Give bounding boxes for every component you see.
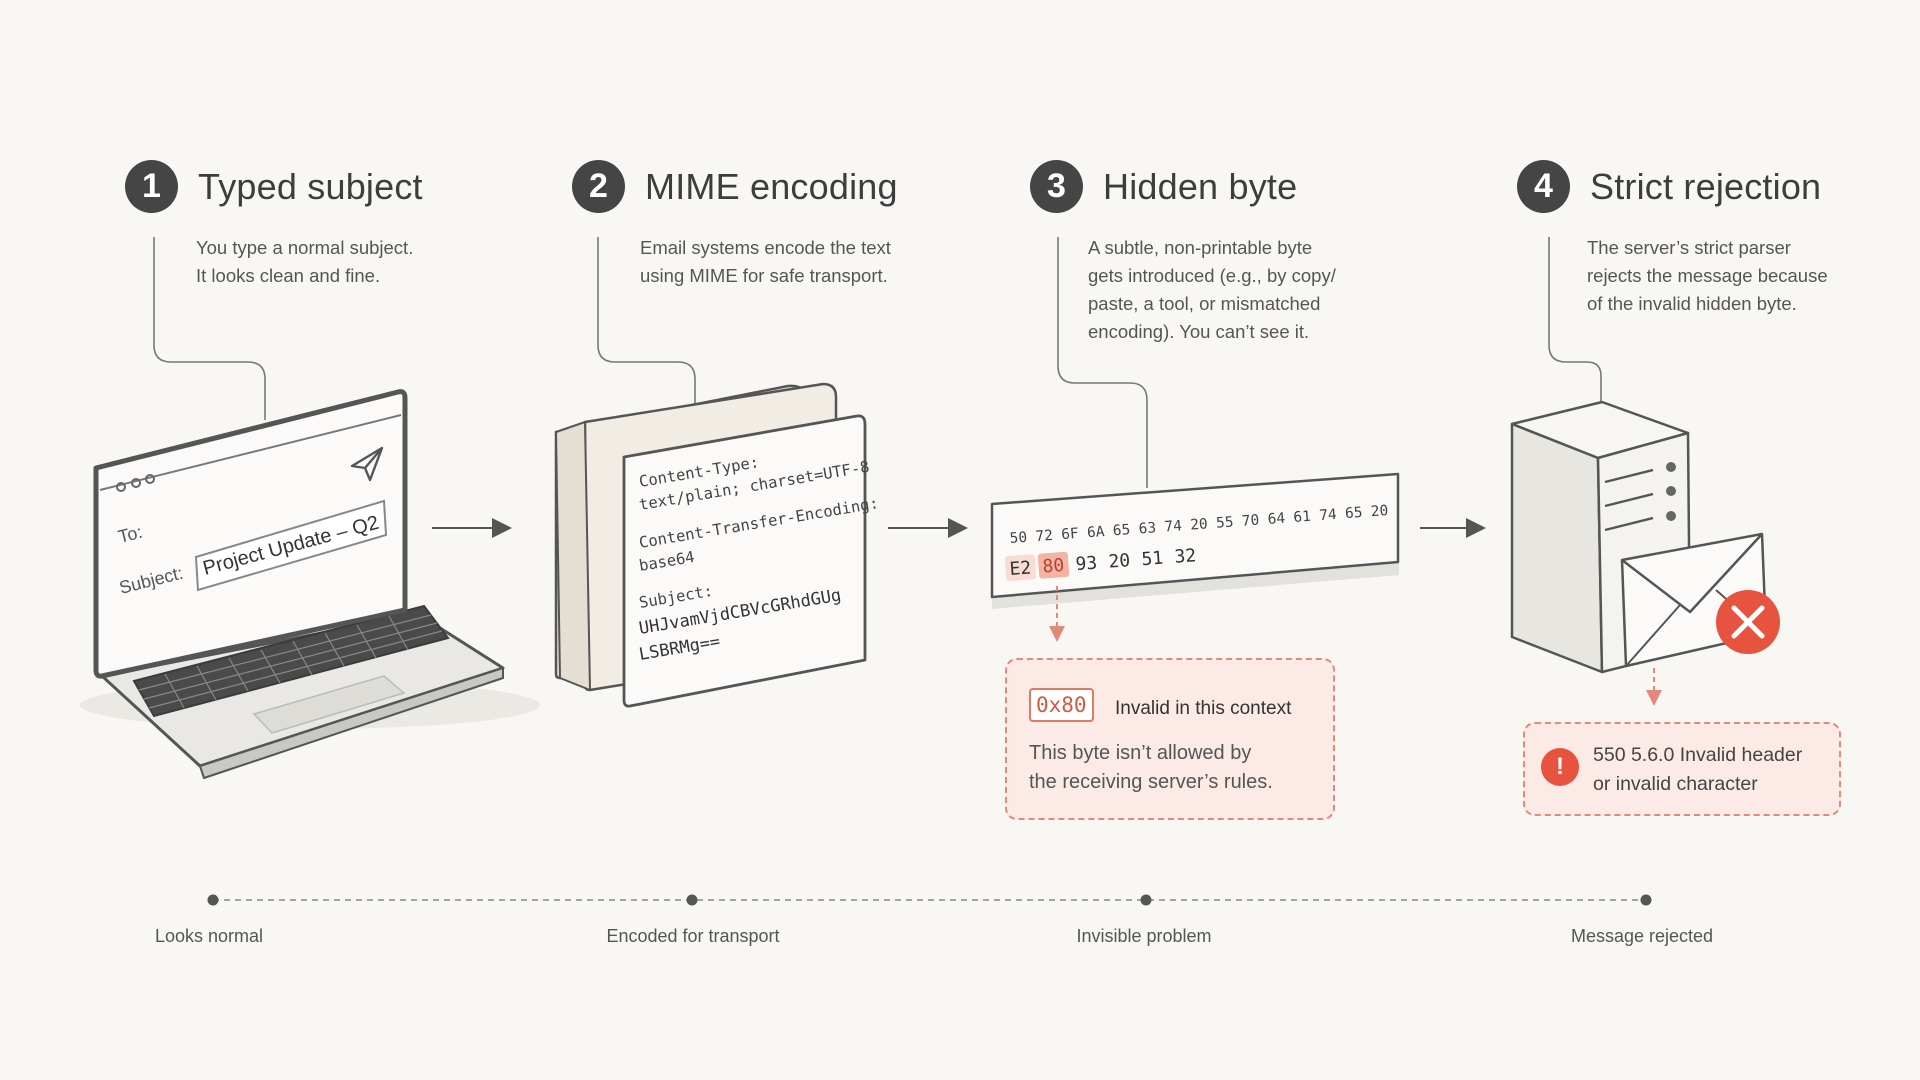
server-side [1510,422,1604,674]
hex-byte: 32 [1174,545,1197,568]
hex-byte: 63 [1138,520,1157,537]
trackpad [252,675,406,734]
step-1-title: Typed subject [198,165,423,207]
step-3-title: Hidden byte [1103,165,1298,207]
hex-strip [990,472,1400,599]
step-2: 2 MIME encoding Email systems encode the… [572,160,898,286]
hex-byte: 65 [1345,505,1364,522]
step-2-number: 2 [572,160,625,213]
hex-byte-invalid: 80 [1042,555,1065,578]
key-dividers [164,615,409,709]
timeline [207,894,1652,906]
timeline-label-looks-normal: Looks normal [154,926,264,946]
hex-byte: 61 [1293,509,1312,526]
hex-byte: 55 [1216,514,1235,531]
step-3-description: A subtle, non-printable byte gets introd… [1088,234,1336,346]
timeline-label-rejected: Message rejected [1570,926,1714,946]
step-3-number: 3 [1030,160,1083,213]
step-3: 3 Hidden byte A subtle, non-printable by… [1030,160,1336,342]
keyboard-icon [132,604,450,718]
doc-front [622,414,867,708]
server-leds [1666,462,1676,521]
hex-byte: 6A [1087,524,1106,541]
step-3-desc-line: paste, a tool, or mismatched [1088,293,1321,314]
window-dots-icon [116,474,155,492]
hex-byte: 65 [1112,522,1131,539]
step-1-desc-line: You type a normal subject. [196,237,414,258]
leader-line-4 [1548,237,1602,402]
hex-row-1: 50 72 6F 6A 65 63 74 20 55 70 64 61 74 65 20 [1009,503,1389,547]
hex-byte: 70 [1241,513,1260,530]
error-message-line: 550 5.6.0 Invalid header [1593,744,1803,766]
laptop-screen [93,389,408,679]
step-1-number: 1 [125,160,178,213]
timeline-label-invisible-problem: Invisible problem [1076,926,1212,946]
step-3-desc-line: A subtle, non-printable byte [1088,237,1313,258]
step-3-header: 3 Hidden byte [1030,160,1297,213]
step-4: 4 Strict rejection The server’s strict p… [1517,160,1828,314]
hex-byte: 20 [1370,503,1389,520]
step-1: 1 Typed subject You type a normal subjec… [125,160,423,286]
hex-byte-highlight [1037,551,1070,579]
step-4-title: Strict rejection [1590,165,1822,207]
leader-lines [153,237,1602,488]
reject-x-icon [1716,590,1780,654]
timeline-dot [207,894,219,906]
leader-line-3 [1057,237,1148,488]
hex-byte: 20 [1190,516,1209,533]
hex-byte: 93 [1075,553,1098,576]
server-slots [1604,468,1654,532]
hex-byte: 64 [1267,511,1286,528]
leader-line-1 [153,237,266,420]
step-4-desc-line: The server’s strict parser [1587,237,1791,258]
laptop-illustration: To: Subject: Project Update – Q2 [80,389,540,779]
rejection-error-callout: ! 550 5.6.0 Invalid header or invalid ch… [1523,722,1841,816]
step-4-description: The server’s strict parser rejects the m… [1587,234,1828,318]
timeline-dot [686,894,698,906]
timeline-dot [1140,894,1152,906]
error-message-line: or invalid character [1593,773,1758,795]
hex-row-2: E2 80 93 20 51 32 [1004,545,1197,582]
step-4-desc-line: of the invalid hidden byte. [1587,293,1797,314]
invalid-byte-desc-line: the receiving server’s rules. [1029,771,1273,793]
leader-line-2 [597,237,696,408]
step-2-description: Email systems encode the text using MIME… [640,234,891,290]
hex-byte: 50 [1009,530,1028,547]
invalid-byte-callout: 0x80 Invalid in this context This byte i… [1005,658,1335,820]
step-4-desc-line: rejects the message because [1587,265,1828,286]
step-2-desc-line: using MIME for safe transport. [640,265,888,286]
invalid-byte-desc-line: This byte isn’t allowed by [1029,742,1252,764]
hex-byte-context-highlight [1004,554,1037,582]
hex-byte: 74 [1164,518,1183,535]
invalid-byte-title: Invalid in this context [1115,698,1292,719]
step-1-description: You type a normal subject. It looks clea… [196,234,413,290]
server-illustration [1510,400,1780,674]
hex-byte: 20 [1108,550,1131,573]
step-4-header: 4 Strict rejection [1517,160,1821,213]
step-3-desc-line: encoding). You can’t see it. [1088,321,1310,342]
hex-byte: 6F [1061,526,1080,543]
timeline-label-encoded: Encoded for transport [606,926,780,946]
doc-left-edge [555,421,591,691]
invalid-byte-badge: 0x80 [1029,688,1094,722]
hex-byte: E2 [1009,557,1032,580]
alert-icon: ! [1541,748,1579,786]
step-2-desc-line: Email systems encode the text [640,237,891,258]
hex-byte: 51 [1141,548,1164,571]
subject-input-box [194,499,388,592]
send-icon [350,446,384,482]
step-3-desc-line: gets introduced (e.g., by copy/ [1088,265,1336,286]
step-4-number: 4 [1517,160,1570,213]
step-2-header: 2 MIME encoding [572,160,898,213]
hex-byte: 72 [1035,528,1054,545]
step-1-desc-line: It looks clean and fine. [196,265,381,286]
timeline-dot [1640,894,1652,906]
hex-byte: 74 [1319,507,1338,524]
step-1-header: 1 Typed subject [125,160,423,213]
mime-document-stack: Content-Type: text/plain; charset=UTF-8 … [554,382,880,708]
step-2-title: MIME encoding [645,165,898,207]
